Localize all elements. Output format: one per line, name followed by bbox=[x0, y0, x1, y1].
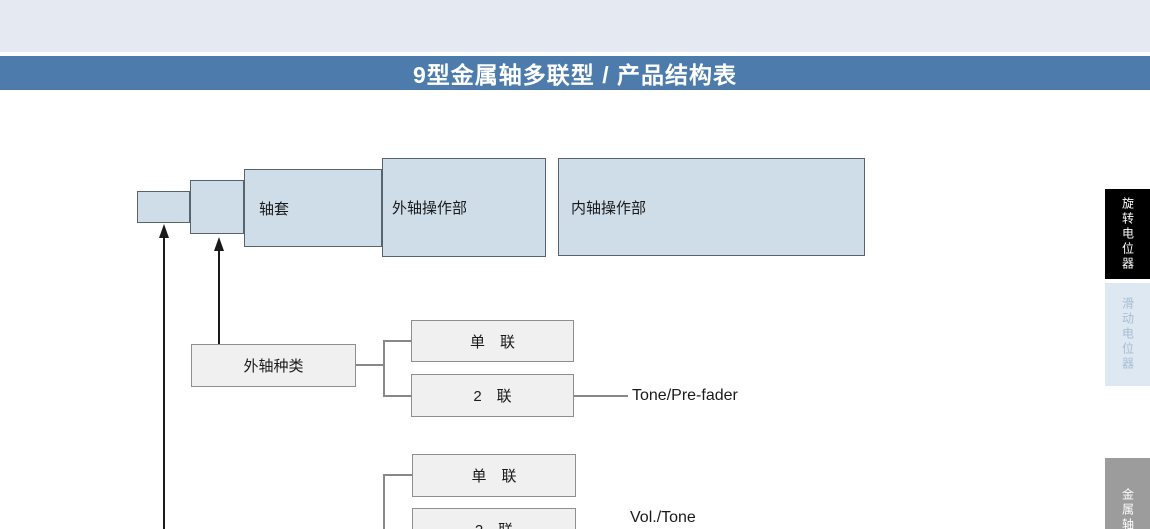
outer-shaft-category-box: 外轴种类 bbox=[191, 344, 356, 387]
shaft-sleeve-label: 轴套 bbox=[259, 200, 290, 218]
outer-shaft-operation-label: 外轴操作部 bbox=[392, 200, 468, 217]
inner-double-gang-label: 2 联 bbox=[475, 519, 513, 529]
inner-shaft-arrow-head-icon bbox=[159, 224, 169, 238]
inner-single-gang-label: 单 联 bbox=[471, 468, 517, 485]
tab-slide-potentiometer[interactable]: 滑动电位器 bbox=[1105, 283, 1150, 386]
connector-group2-vertical bbox=[383, 474, 385, 529]
tab-rotary-potentiometer[interactable]: 旋转电位器 bbox=[1105, 189, 1150, 279]
inner-shaft-operation-box: 内轴操作部 bbox=[558, 158, 865, 256]
header-bar: 9型金属轴多联型 / 产品结构表 bbox=[0, 56, 1150, 90]
outer-double-gang-label: 2 联 bbox=[473, 388, 512, 405]
connector-tone-note bbox=[574, 395, 628, 397]
connector-category-out bbox=[356, 364, 384, 366]
outer-double-gang-box: 2 联 bbox=[411, 374, 574, 417]
tab-slide-potentiometer-label: 滑动电位器 bbox=[1120, 297, 1135, 372]
connector-group2-single-in bbox=[385, 474, 412, 476]
outer-shaft-arrow-head-icon bbox=[214, 237, 224, 251]
tab-rotary-potentiometer-label: 旋转电位器 bbox=[1120, 196, 1135, 272]
outer-shaft-category-label: 外轴种类 bbox=[243, 358, 304, 375]
page-title: 9型金属轴多联型 / 产品结构表 bbox=[413, 62, 737, 88]
outer-shaft-arrow-line bbox=[218, 250, 220, 344]
connector-group1-single-in bbox=[385, 340, 411, 342]
vol-tone-note: Vol./Tone bbox=[630, 509, 696, 526]
shaft-sleeve-box: 轴套 bbox=[244, 169, 382, 247]
inner-double-gang-box: 2 联 bbox=[412, 508, 576, 529]
connector-group1-double-in bbox=[385, 395, 411, 397]
inner-shaft-arrow-line bbox=[163, 237, 165, 529]
tab-metal-shaft-label: 金属轴 bbox=[1120, 488, 1135, 529]
outer-single-gang-box: 单 联 bbox=[411, 320, 574, 362]
outer-shaft-operation-box: 外轴操作部 bbox=[382, 158, 546, 257]
inner-shaft-operation-label: 内轴操作部 bbox=[571, 199, 647, 217]
tab-metal-shaft[interactable]: 金属轴 bbox=[1105, 458, 1150, 529]
inner-single-gang-box: 单 联 bbox=[412, 454, 576, 497]
shaft-tip-box bbox=[137, 191, 190, 223]
top-strip bbox=[0, 0, 1150, 52]
connector-group1-vertical bbox=[383, 340, 385, 397]
shaft-mid-box bbox=[190, 180, 244, 234]
outer-single-gang-label: 单 联 bbox=[469, 333, 515, 351]
tone-prefader-note: Tone/Pre-fader bbox=[632, 387, 738, 404]
